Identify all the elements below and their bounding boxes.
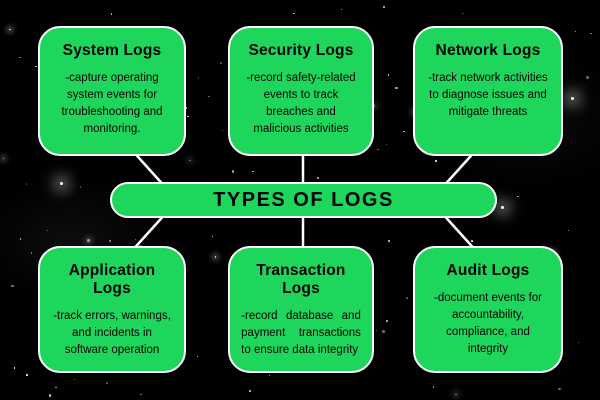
node-heading: Security Logs: [248, 42, 354, 59]
node-description: -capture operating system events for tro…: [61, 72, 163, 136]
star: [586, 76, 589, 79]
node-description: -record safety-related events to track b…: [246, 72, 356, 136]
star: [432, 386, 435, 388]
star: [252, 170, 254, 173]
star: [184, 106, 188, 110]
star: [387, 74, 390, 76]
star: [79, 186, 82, 188]
star: [517, 195, 519, 198]
node-description: -record database and payment transaction…: [241, 310, 361, 357]
star: [19, 238, 22, 240]
node-description: -document events for accountability, com…: [433, 292, 543, 356]
star: [388, 240, 390, 242]
star: [110, 13, 113, 15]
star: [462, 12, 464, 15]
star: [189, 159, 191, 162]
star: [13, 367, 16, 369]
star: [231, 170, 235, 173]
star: [30, 252, 32, 254]
star: [11, 284, 14, 288]
star: [197, 77, 200, 79]
node-transaction-logs: Transaction Logs -record database and pa…: [228, 246, 374, 373]
star: [106, 382, 108, 384]
star: [248, 389, 252, 393]
star: [134, 238, 137, 241]
node-network-logs: Network Logs -track network activities t…: [413, 26, 563, 156]
star: [19, 56, 21, 59]
star: [268, 374, 271, 377]
star: [567, 229, 570, 232]
star: [87, 239, 90, 242]
star: [435, 160, 437, 162]
star: [208, 95, 210, 98]
star: [577, 341, 580, 344]
star: [383, 6, 385, 8]
star: [406, 297, 408, 299]
star: [574, 30, 577, 33]
star: [455, 393, 457, 396]
bright-star: [571, 97, 574, 100]
star: [558, 387, 561, 391]
star: [46, 229, 49, 232]
star: [73, 378, 76, 381]
star: [211, 235, 214, 238]
star: [293, 12, 295, 15]
star: [590, 32, 592, 35]
star: [187, 115, 189, 118]
star: [25, 183, 28, 185]
node-heading: Network Logs: [435, 42, 541, 59]
star: [317, 177, 319, 179]
star: [340, 8, 343, 11]
node-application-logs: Application Logs -track errors, warnings…: [38, 246, 186, 373]
bright-star: [60, 182, 63, 185]
diagram-title: TYPES OF LOGS: [213, 188, 394, 211]
star: [214, 256, 217, 258]
star: [26, 374, 28, 376]
star: [48, 394, 52, 397]
star: [403, 130, 405, 133]
node-heading: Transaction Logs: [256, 262, 346, 297]
node-audit-logs: Audit Logs -document events for accounta…: [413, 246, 563, 373]
node-heading: System Logs: [62, 42, 162, 59]
star: [220, 62, 222, 64]
star: [35, 65, 37, 68]
star: [471, 240, 473, 242]
star: [140, 393, 142, 396]
star: [9, 28, 11, 31]
star: [385, 319, 389, 323]
star: [55, 386, 57, 389]
star: [395, 86, 398, 90]
node-heading: Application Logs: [68, 262, 156, 297]
node-heading: Audit Logs: [446, 262, 530, 279]
node-description: -track errors, warnings, and incidents i…: [53, 310, 171, 357]
title-pill: TYPES OF LOGS: [110, 182, 497, 218]
star: [221, 129, 224, 131]
star: [108, 239, 112, 243]
star: [196, 355, 198, 358]
star: [377, 148, 379, 151]
star: [2, 157, 5, 160]
bright-star: [501, 206, 504, 209]
node-security-logs: Security Logs -record safety-related eve…: [228, 26, 374, 156]
node-system-logs: System Logs -capture operating system ev…: [38, 26, 186, 156]
star: [385, 143, 388, 146]
star: [375, 329, 378, 332]
star: [382, 330, 385, 333]
node-description: -track network activities to diagnose is…: [428, 72, 548, 119]
